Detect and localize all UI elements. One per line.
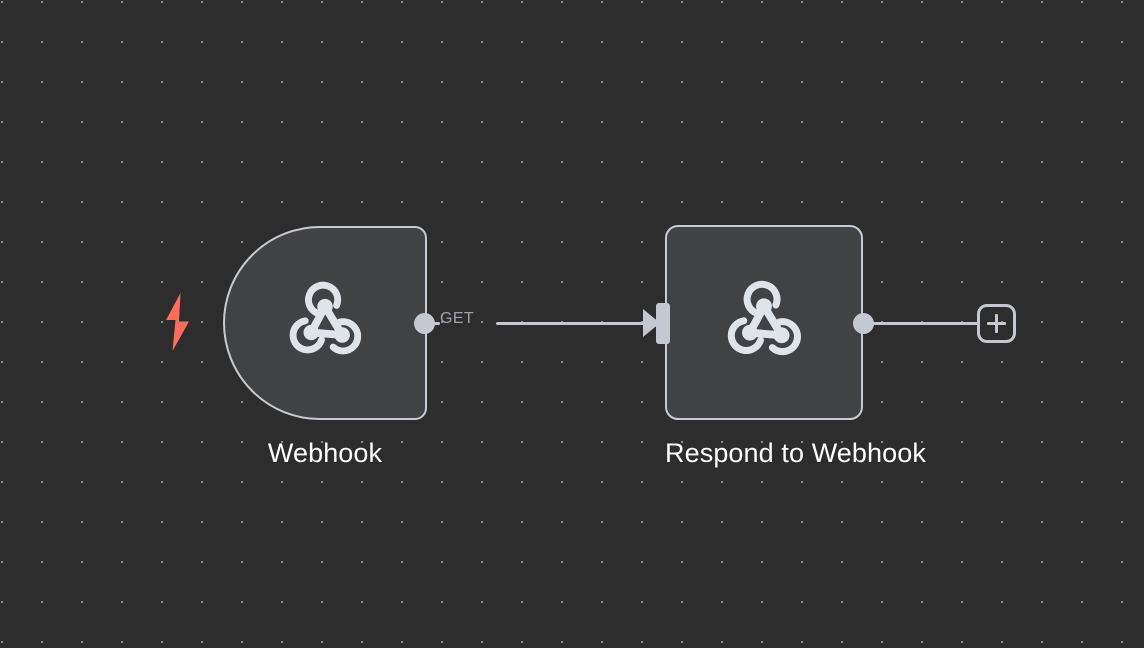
- output-endpoint-respond-to-webhook[interactable]: [853, 313, 874, 334]
- node-webhook[interactable]: [223, 226, 427, 420]
- node-label-respond-to-webhook: Respond to Webhook: [665, 438, 926, 468]
- input-endpoint-respond-to-webhook[interactable]: [656, 303, 670, 344]
- webhook-icon: [720, 279, 808, 367]
- add-node-button[interactable]: [977, 304, 1016, 343]
- node-respond-to-webhook[interactable]: [665, 225, 863, 420]
- output-endpoint-webhook[interactable]: [414, 313, 435, 334]
- node-label-webhook: Webhook: [267, 438, 383, 468]
- lightning-bolt-icon: [160, 292, 194, 352]
- connection-label-get: GET: [440, 310, 475, 327]
- webhook-icon: [282, 280, 368, 366]
- connection-stub-left: [430, 322, 440, 325]
- connection-line[interactable]: [496, 322, 648, 325]
- connection-arrow-icon: [643, 309, 660, 337]
- connection-line-to-add: [869, 322, 979, 325]
